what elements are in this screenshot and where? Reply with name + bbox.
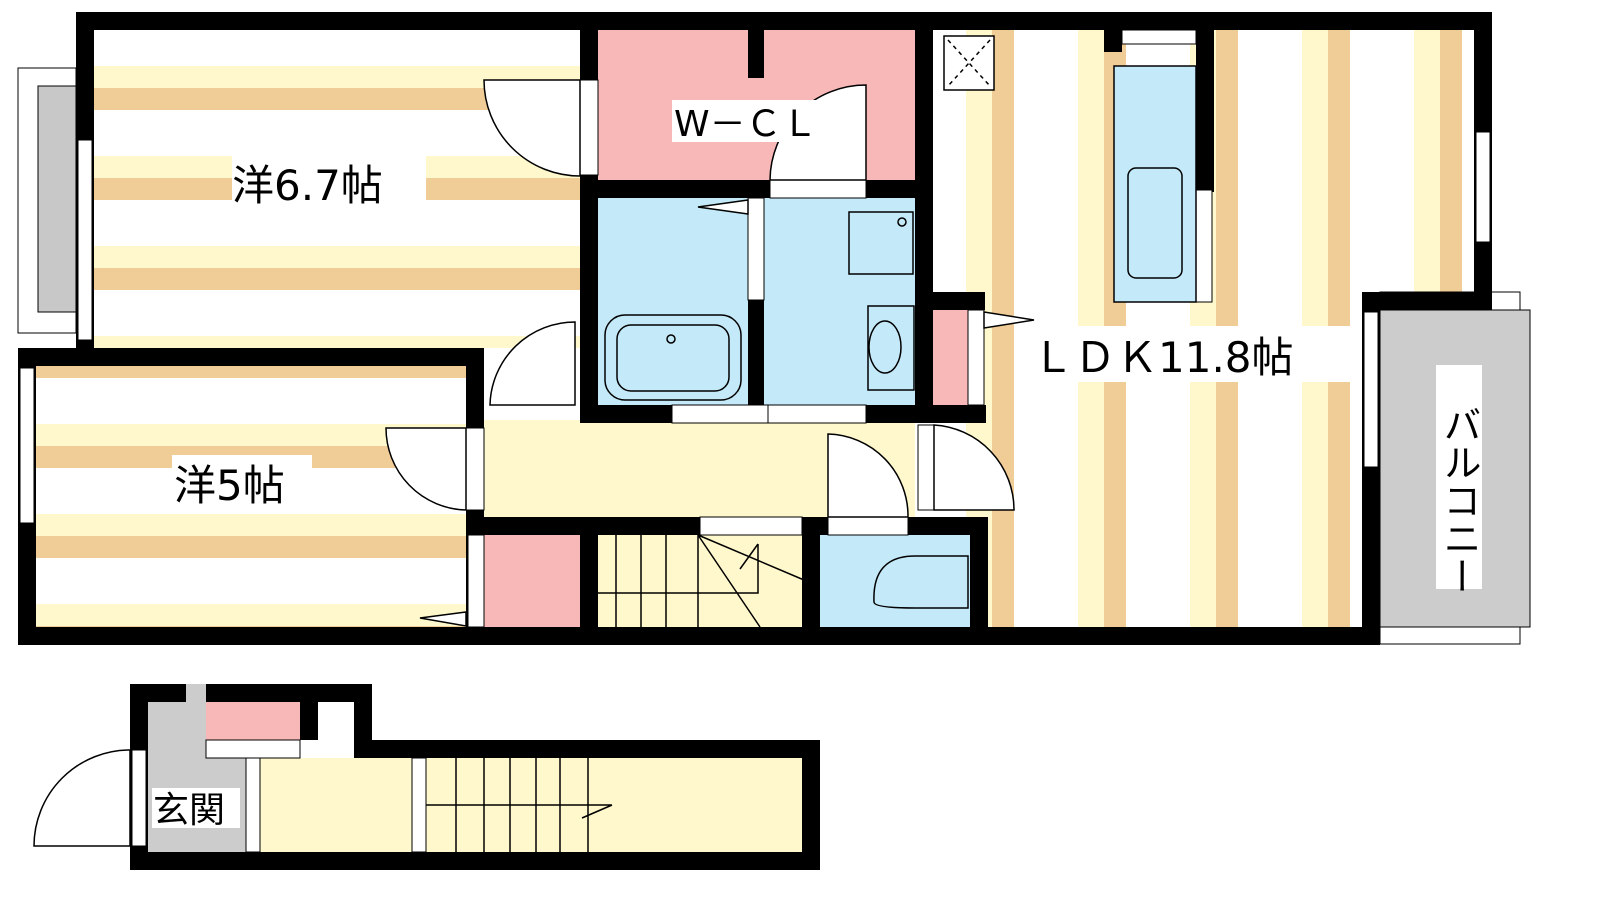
window-sill-left	[37, 85, 77, 313]
door-ldk[interactable]	[933, 424, 1015, 511]
entrance-walls	[130, 684, 820, 870]
stairs-floor	[598, 535, 802, 627]
openings	[19, 29, 1491, 628]
room-label-balcony: バルコニー	[1437, 405, 1481, 595]
closet-floor	[484, 535, 580, 627]
room-label-western-2: 洋5帖	[174, 461, 285, 510]
closet-indicator	[419, 611, 467, 627]
room-label-entrance: 玄関	[153, 790, 225, 831]
room-label-walk-in-closet: W－ＣＬ	[674, 104, 818, 145]
entrance-door-frame	[131, 749, 147, 847]
entrance-stairs-icon	[426, 758, 613, 852]
door-toilet[interactable]	[827, 433, 909, 518]
storage-indicator	[983, 311, 1035, 329]
stairs-icon	[598, 534, 805, 628]
washbasin-icon	[867, 305, 915, 391]
door-western-2[interactable]	[385, 427, 467, 511]
bathtub-drain	[666, 334, 676, 344]
doors	[385, 79, 1035, 627]
walls	[18, 12, 1492, 645]
room-label-ldk: ＬＤＫ11.8帖	[1032, 333, 1294, 382]
ldk-storage	[933, 310, 973, 405]
door-bath-indicator	[697, 199, 749, 215]
shoe-storage	[206, 702, 300, 740]
toilet-icon	[873, 555, 969, 609]
door-western-1[interactable]	[483, 79, 581, 177]
bathtub-icon	[604, 314, 742, 401]
washing-machine-pan-icon	[848, 211, 914, 275]
kitchen-counter-icon	[1113, 65, 1197, 303]
door-western-1-hall[interactable]	[489, 321, 576, 406]
bathtub-inner	[616, 324, 730, 392]
entrance-door[interactable]	[33, 749, 131, 847]
storage-hatch-icon	[943, 35, 995, 91]
room-label-western-1: 洋6.7帖	[232, 161, 383, 210]
sink-icon	[1127, 167, 1183, 279]
